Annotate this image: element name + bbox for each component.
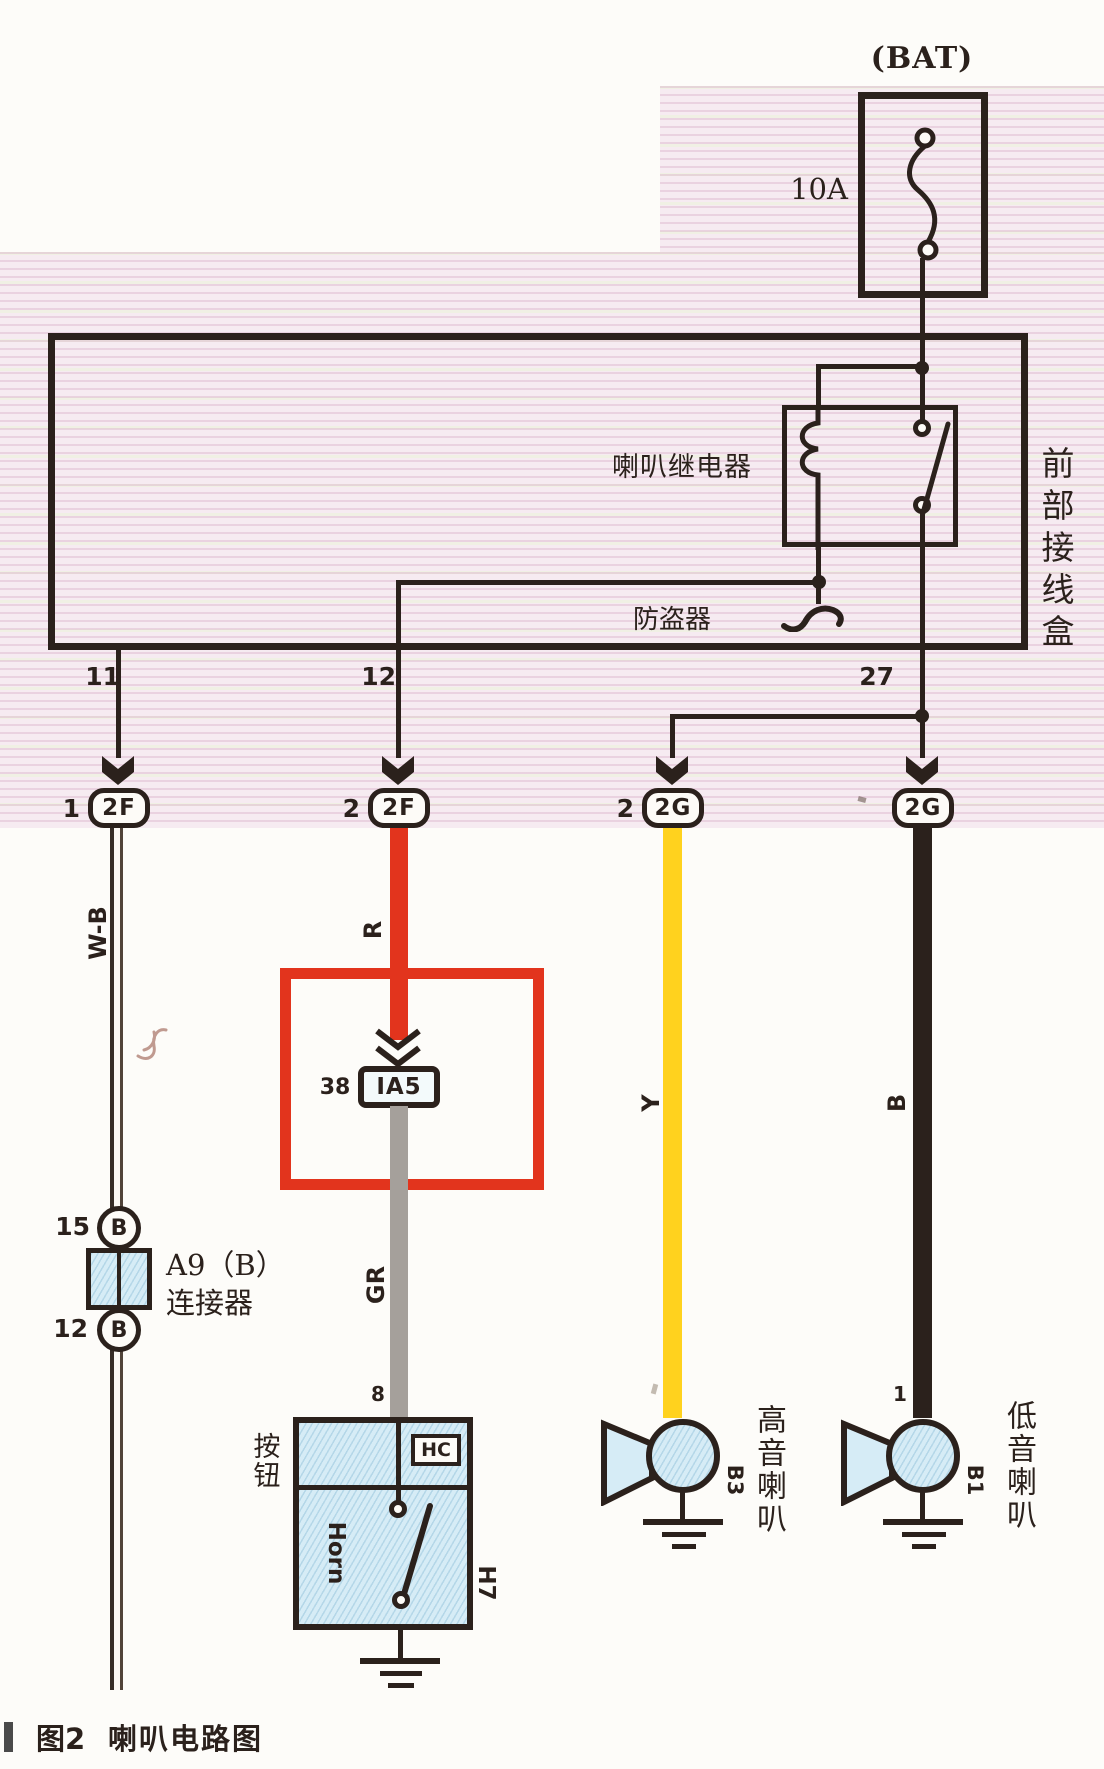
relay-label: 喇叭继电器 <box>612 451 752 483</box>
a9-pin-top-label: 15 <box>55 1211 90 1241</box>
ground-icon <box>643 1519 723 1525</box>
fuse-box <box>858 92 988 298</box>
connector-2f1: 2F <box>88 788 150 828</box>
highlight-box <box>280 968 544 1190</box>
low-horn-id: B1 <box>963 1464 987 1496</box>
low-horn-pin-label: 1 <box>893 1382 907 1406</box>
connector-2f1-pin: 1 <box>62 793 80 823</box>
hc-terminal: HC <box>411 1434 461 1466</box>
high-horn-id: B3 <box>723 1464 747 1496</box>
pen-scribble <box>136 1028 168 1060</box>
ground-icon <box>672 1544 696 1549</box>
junction-box-label: 前部接线盒 <box>1036 446 1075 656</box>
pin12-label: 12 <box>361 661 396 691</box>
a9-body-divider <box>117 1253 121 1305</box>
connector-arrow-icon <box>906 756 938 785</box>
caption-title: 喇叭电路图 <box>108 1722 264 1756</box>
antitheft-stub <box>816 582 821 604</box>
relay-switch-blade-icon <box>920 421 951 516</box>
connector-2g2: 2G <box>892 788 954 828</box>
low-horn-body <box>886 1419 960 1493</box>
pin11-label: 11 <box>85 661 120 691</box>
a9-terminal-bottom: B <box>97 1308 141 1352</box>
connector-2g1: 2G <box>642 788 704 828</box>
connector-2g1-pin: 2 <box>616 793 634 823</box>
faint-pin-mark <box>650 1383 659 1395</box>
junction-dot-27 <box>915 709 929 723</box>
connector-arrow-icon <box>102 756 134 785</box>
low-horn-stem <box>920 1491 925 1521</box>
battery-wire <box>920 258 925 422</box>
relay-coil-branch-h <box>816 364 924 369</box>
ground-icon <box>912 1544 936 1549</box>
horn-switch-contact-top <box>389 1500 407 1518</box>
wire-wb-label: W-B <box>84 906 112 960</box>
relay-box-outline <box>782 405 958 547</box>
a9-pin-bottom-label: 12 <box>53 1313 88 1343</box>
connector-2f2: 2F <box>368 788 430 828</box>
wire-y <box>663 828 682 1418</box>
ground-icon <box>388 1683 414 1688</box>
wire-y-label: Y <box>637 1094 665 1112</box>
connector-2f2-pin: 2 <box>342 793 360 823</box>
horn-switch-label: 按钮 <box>248 1432 280 1490</box>
horn-switch-pin-label: 8 <box>371 1382 385 1406</box>
horn-funnel-icon <box>841 1419 895 1506</box>
branch-27-v <box>670 716 675 758</box>
wire-gr-label: GR <box>362 1265 390 1305</box>
ia5-connector: IA5 <box>358 1066 440 1108</box>
horn-switch-inner-wire <box>396 1417 401 1505</box>
junction-box-outline <box>48 333 1028 650</box>
relay-coil-icon <box>799 405 821 550</box>
wire-r-label: R <box>359 920 387 940</box>
ground-icon <box>883 1519 963 1525</box>
ground-icon <box>360 1658 440 1664</box>
wire-r <box>390 828 408 1040</box>
ground-icon <box>380 1671 422 1676</box>
wire-b <box>913 828 932 1418</box>
horn-switch-id: H7 <box>473 1565 499 1601</box>
ground-icon <box>662 1532 706 1537</box>
a9-connector-name-line2: 连接器 <box>166 1286 254 1320</box>
pin11-wire <box>116 650 121 758</box>
horn-switch-name: Horn <box>323 1521 349 1585</box>
low-horn-name: 低音喇叭 <box>1001 1400 1036 1532</box>
horn-switch-blade-icon <box>401 1503 433 1597</box>
double-chevron-arrow-icon <box>375 1028 421 1068</box>
connector-arrow-icon <box>382 756 414 785</box>
coil-bottom-wire <box>816 547 821 585</box>
caption-tick <box>4 1722 13 1752</box>
branch-27-h <box>670 714 922 719</box>
battery-label: (BAT) <box>870 40 974 76</box>
fuse-rating-label: 10A <box>790 172 848 206</box>
high-horn-stem <box>680 1491 685 1521</box>
relay-coil-branch-v <box>816 366 821 408</box>
caption-figure-number: 图2 <box>36 1722 86 1756</box>
high-horn-body <box>646 1419 720 1493</box>
ia5-pin-label: 38 <box>319 1074 351 1100</box>
antitheft-device-icon <box>781 605 844 632</box>
scan-band-top-right <box>660 86 1104 252</box>
a9-connector-body <box>86 1248 152 1310</box>
pin12-wire <box>396 580 401 758</box>
horn-switch-ground-stem <box>398 1630 403 1660</box>
antitheft-wire-h <box>396 580 817 585</box>
wire-gr <box>390 1106 408 1418</box>
ground-icon <box>902 1532 946 1537</box>
horn-funnel-icon <box>601 1419 655 1506</box>
horn-switch-divider <box>299 1485 467 1490</box>
wire-b-label: B <box>883 1093 911 1113</box>
a9-terminal-top: B <box>97 1206 141 1250</box>
high-horn-name: 高音喇叭 <box>751 1404 786 1536</box>
relay-switch-wire <box>920 513 925 758</box>
horn-switch-contact-bottom <box>392 1591 410 1609</box>
relay-switch-contact-top <box>913 419 931 437</box>
connector-arrow-icon <box>656 756 688 785</box>
a9-connector-name-line1: A9（B） <box>166 1248 285 1282</box>
antitheft-label: 防盗器 <box>632 604 711 635</box>
fuse-icon <box>907 127 939 261</box>
pin27-label: 27 <box>859 661 894 691</box>
